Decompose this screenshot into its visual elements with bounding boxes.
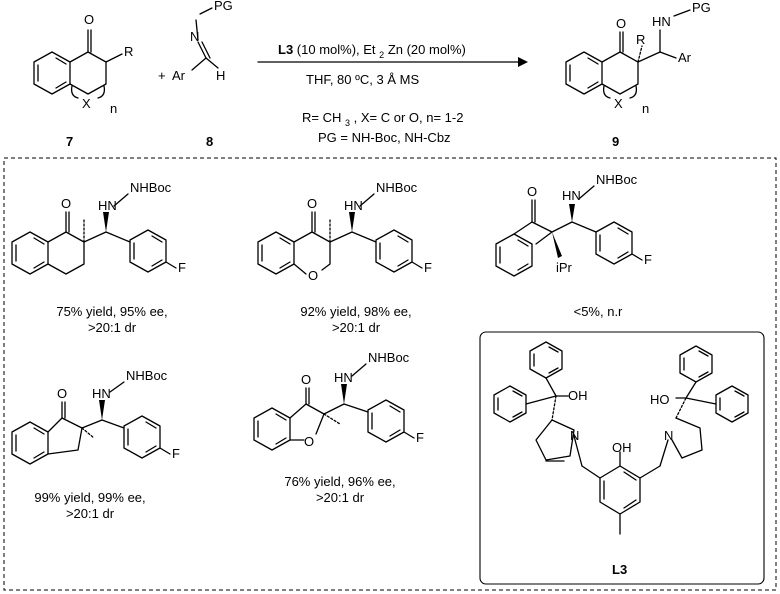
ex3-o-label: O	[527, 184, 537, 199]
ligand-oh-left: OH	[568, 388, 588, 403]
ex3-ipr-label: iPr	[556, 260, 573, 275]
conditions-line-2: THF, 80 ºC, 3 Å MS	[306, 72, 419, 87]
ex3-result: <5%, n.r	[574, 304, 623, 319]
ex4-result-line-1: 99% yield, 99% ee,	[34, 490, 145, 505]
ch3-subscript: 3	[345, 118, 350, 128]
product-r-label: R	[636, 32, 645, 47]
ligand-n-right: N	[664, 428, 673, 443]
ar-label-8: Ar	[172, 68, 186, 83]
ex1-result-line-1: 75% yield, 95% ee,	[56, 304, 167, 319]
ligand-l3-structure	[493, 341, 749, 535]
scope-notes-line-2: PG = NH-Boc, NH-Cbz	[318, 130, 451, 145]
example-5-structure	[253, 363, 415, 451]
product-hn-label: HN	[652, 14, 671, 29]
plus-sign: +	[158, 68, 166, 83]
ligand-box	[479, 331, 765, 585]
ex3-nhboc-label: NHBoc	[596, 172, 638, 187]
ligand-label: L3	[612, 562, 627, 577]
ligand-ho-right: HO	[650, 392, 670, 407]
ex2-o-label: O	[307, 196, 317, 211]
compound-7-number: 7	[66, 134, 73, 149]
ex1-result-line-2: >20:1 dr	[88, 320, 137, 335]
scope-notes-line-1: R= CH 3 , X= C or O, n= 1-2	[302, 110, 463, 129]
compound-9-number: 9	[612, 134, 619, 149]
example-3-structure	[495, 185, 643, 277]
x-label: X	[82, 96, 91, 111]
ex5-result-line-1: 76% yield, 96% ee,	[284, 474, 395, 489]
ligand-ref: L3	[278, 42, 293, 57]
compound-8-number: 8	[206, 134, 213, 149]
ex5-o-label: O	[301, 372, 311, 387]
n-label: n	[110, 101, 117, 116]
conditions-line-1: L3 (10 mol%), Et 2 Zn (20 mol%)	[278, 42, 466, 61]
ex1-nhboc-label: NHBoc	[130, 180, 172, 195]
ex2-nhboc-label: NHBoc	[376, 180, 418, 195]
product-o-label: O	[616, 16, 626, 31]
product-x-label: X	[614, 96, 623, 111]
product-ar-label: Ar	[678, 50, 692, 65]
ex4-result-line-2: >20:1 dr	[66, 506, 115, 521]
ex3-f-label: F	[644, 252, 652, 267]
ex2-result-line-2: >20:1 dr	[332, 320, 381, 335]
ex5-ring-o-label: O	[304, 434, 314, 449]
example-2-structure	[257, 193, 423, 275]
zn-loading: Zn (20 mol%)	[388, 42, 466, 57]
ex1-hn-label: HN	[98, 198, 117, 213]
x-n-definition: , X= C or O, n= 1-2	[354, 110, 464, 125]
ex4-o-label: O	[57, 386, 67, 401]
product-n-label: n	[642, 101, 649, 116]
ex2-ring-o-label: O	[308, 268, 318, 283]
ligand-loading: (10 mol%), Et	[297, 42, 376, 57]
reactant-7-structure	[33, 29, 123, 99]
pg-label-8: PG	[214, 0, 233, 13]
example-1-structure	[11, 193, 177, 275]
h-label-8: H	[216, 68, 225, 83]
reactant-8-structure	[191, 7, 219, 71]
carbonyl-o-label: O	[84, 12, 94, 27]
ligand-n-left: N	[570, 428, 579, 443]
ex1-f-label: F	[178, 260, 186, 275]
ex2-f-label: F	[424, 260, 432, 275]
ex5-nhboc-label: NHBoc	[368, 350, 410, 365]
scope-box	[3, 157, 777, 591]
et2-subscript: 2	[379, 50, 384, 60]
ex3-hn-label: HN	[562, 188, 581, 203]
ligand-oh-center: OH	[612, 440, 632, 455]
example-4-structure	[11, 381, 171, 465]
ex4-f-label: F	[172, 446, 180, 461]
ex4-nhboc-label: NHBoc	[126, 368, 168, 383]
ex5-f-label: F	[416, 430, 424, 445]
ex1-o-label: O	[61, 196, 71, 211]
product-pg-label: PG	[692, 0, 711, 15]
r-group-label: R	[124, 44, 133, 59]
ex5-hn-label: HN	[334, 370, 353, 385]
ex4-hn-label: HN	[92, 386, 111, 401]
ex2-hn-label: HN	[344, 198, 363, 213]
reaction-arrow	[257, 57, 528, 67]
ex2-result-line-1: 92% yield, 98% ee,	[300, 304, 411, 319]
product-9-structure	[565, 9, 691, 99]
n-atom-label-8: N	[190, 29, 199, 44]
ex5-result-line-2: >20:1 dr	[316, 490, 365, 505]
r-definition: R= CH	[302, 110, 341, 125]
